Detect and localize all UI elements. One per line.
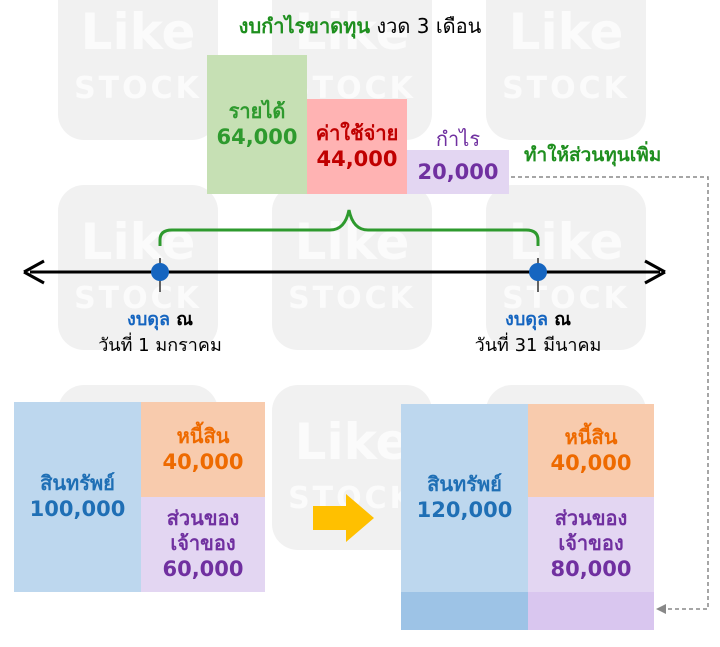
timeline-arrow-right bbox=[644, 259, 666, 285]
revenue-value: 64,000 bbox=[216, 124, 298, 149]
end-date-label: งบดุล ณ วันที่ 31 มีนาคม bbox=[448, 307, 628, 359]
expense-block: ค่าใช้จ่าย 44,000 bbox=[307, 99, 407, 194]
start-equity-value: 60,000 bbox=[162, 557, 244, 582]
start-date: วันที่ 1 มกราคม bbox=[98, 335, 222, 357]
start-assets-value: 100,000 bbox=[29, 497, 126, 522]
end-liabilities-label: หนี้สิน bbox=[564, 424, 618, 449]
end-date: วันที่ 31 มีนาคม bbox=[474, 335, 602, 357]
end-equity-label-2: เจ้าของ bbox=[558, 531, 624, 556]
timeline-arrow-left bbox=[23, 259, 45, 285]
brace bbox=[158, 209, 540, 246]
start-liabilities-block: หนี้สิน 40,000 bbox=[141, 402, 265, 497]
dashed-connector-arrowhead bbox=[656, 604, 666, 614]
start-assets-block: สินทรัพย์ 100,000 bbox=[14, 402, 141, 592]
end-liabilities-block: หนี้สิน 40,000 bbox=[528, 404, 654, 497]
end-assets-value: 120,000 bbox=[416, 498, 513, 523]
end-equity-value: 80,000 bbox=[550, 557, 632, 582]
revenue-block: รายได้ 64,000 bbox=[207, 55, 307, 194]
dot-start bbox=[151, 263, 169, 281]
end-assets-added bbox=[401, 592, 528, 630]
end-equity-block: ส่วนของ เจ้าของ 80,000 bbox=[528, 497, 654, 592]
start-equity-label-2: เจ้าของ bbox=[170, 531, 236, 556]
note-equity-increase: ทำให้ส่วนทุนเพิ่ม bbox=[524, 144, 662, 166]
profit-label: กำไร bbox=[435, 127, 481, 151]
expense-label: ค่าใช้จ่าย bbox=[315, 120, 399, 145]
end-equity-added bbox=[528, 592, 654, 630]
end-assets-label: สินทรัพย์ bbox=[427, 472, 502, 497]
start-date-label: งบดุล ณ วันที่ 1 มกราคม bbox=[70, 307, 250, 359]
start-equity-block: ส่วนของ เจ้าของ 60,000 bbox=[141, 497, 265, 592]
start-equity-label-1: ส่วนของ bbox=[166, 506, 240, 531]
diagram-title: งบกำไรขาดทุน งวด 3 เดือน bbox=[0, 10, 720, 42]
end-assets-block: สินทรัพย์ 120,000 bbox=[401, 404, 528, 592]
profit-value: 20,000 bbox=[417, 159, 499, 184]
transition-arrow bbox=[313, 494, 374, 542]
dashed-connector bbox=[511, 176, 709, 610]
end-liabilities-value: 40,000 bbox=[550, 450, 632, 475]
title-rest: งวด 3 เดือน bbox=[370, 14, 482, 38]
start-assets-label: สินทรัพย์ bbox=[40, 471, 115, 496]
profit-block: 20,000 bbox=[407, 150, 509, 194]
revenue-label: รายได้ bbox=[228, 98, 286, 123]
expense-value: 44,000 bbox=[316, 146, 398, 171]
dot-end bbox=[529, 263, 547, 281]
title-bold: งบกำไรขาดทุน bbox=[238, 14, 371, 38]
start-liabilities-value: 40,000 bbox=[162, 449, 244, 474]
start-liabilities-label: หนี้สิน bbox=[176, 423, 230, 448]
end-equity-label-1: ส่วนของ bbox=[554, 506, 628, 531]
